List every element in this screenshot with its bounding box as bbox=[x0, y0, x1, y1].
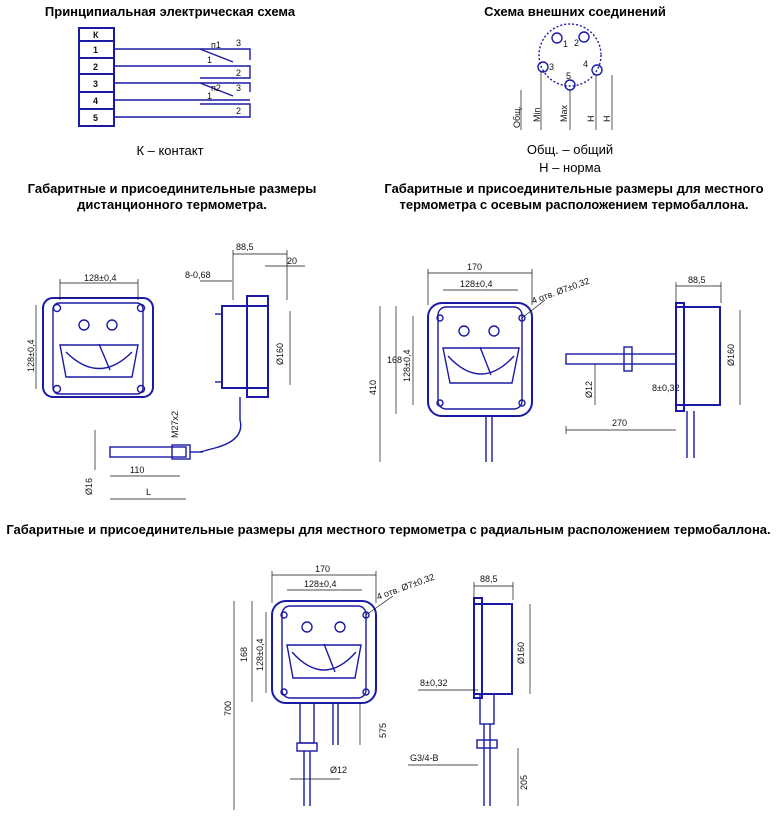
legend-contact: К – контакт bbox=[136, 143, 204, 158]
connector-diagram: 1 2 3 4 5 Общ. Min Max Н Н bbox=[512, 23, 613, 130]
terminal-4: 4 bbox=[93, 96, 98, 106]
title-remote: Габаритные и присоединительные размеры д… bbox=[27, 181, 317, 212]
remote-dia-dim: Ø160 bbox=[275, 343, 285, 365]
radial-inner-h-dim: 128±0,4 bbox=[255, 639, 265, 671]
remote-width-dim: 128±0,4 bbox=[84, 273, 116, 283]
conn-label-n2: Н bbox=[602, 116, 612, 123]
terminal-5: 5 bbox=[93, 113, 98, 123]
terminal-3: 3 bbox=[93, 79, 98, 89]
axial-dia-dim: Ø160 bbox=[726, 344, 736, 366]
radial-total-h-dim: 700 bbox=[223, 701, 233, 716]
remote-front-case bbox=[42, 297, 154, 398]
conn-label-n1: Н bbox=[586, 116, 596, 123]
remote-depth-dim: 88,5 bbox=[236, 242, 254, 252]
axial-flange-dim: 8±0,32 bbox=[652, 383, 679, 393]
radial-front-case bbox=[271, 600, 377, 704]
axial-inner-h-dim: 128±0,4 bbox=[402, 350, 412, 382]
conn-label-min: Min bbox=[532, 107, 542, 122]
axial-depth-dim: 88,5 bbox=[688, 275, 706, 285]
radial-stem-dia-dim: Ø12 bbox=[330, 765, 347, 775]
terminal-block bbox=[78, 27, 115, 127]
remote-height-dim: 128±0,4 bbox=[26, 340, 36, 372]
radial-stem-len-dim: 575 bbox=[378, 723, 388, 738]
pin-label-3: 3 bbox=[549, 62, 554, 72]
remote-bulb bbox=[109, 446, 187, 458]
axial-holes-dim: 4 отв. Ø7±0,32 bbox=[530, 276, 590, 306]
remote-total-dim: L bbox=[146, 487, 151, 497]
title-schematic: Принципиальная электрическая схема bbox=[44, 4, 296, 19]
pin-1-b: 1 bbox=[207, 91, 212, 101]
radial-inner-dim: 128±0,4 bbox=[304, 579, 336, 589]
terminal-2: 2 bbox=[93, 62, 98, 72]
radial-tip-dim: 205 bbox=[519, 775, 529, 790]
terminal-1: 1 bbox=[93, 45, 98, 55]
pin-3-a: 3 bbox=[236, 38, 241, 48]
pin-3-b: 3 bbox=[236, 83, 241, 93]
remote-side-case bbox=[221, 305, 269, 389]
radial-side-case bbox=[473, 603, 513, 695]
remote-bulb-dia-dim: Ø16 bbox=[84, 478, 94, 495]
remote-thread-dim: М27х2 bbox=[170, 411, 180, 438]
radial-holes-dim: 4 отв. Ø7±0,32 bbox=[375, 572, 435, 602]
legend-norm: Н – норма bbox=[539, 160, 601, 175]
radial-thread-dim: G3/4-В bbox=[410, 753, 439, 763]
radial-thermometer: 170 128±0,4 4 отв. Ø7±0,32 168 128±0,4 7… bbox=[223, 564, 531, 810]
switch-p2: п2 bbox=[211, 83, 221, 93]
axial-stem-dia-dim: Ø12 bbox=[584, 381, 594, 398]
radial-depth-dim: 88,5 bbox=[480, 574, 498, 584]
pin-2-b: 2 bbox=[236, 106, 241, 116]
radial-height-dim: 168 bbox=[239, 647, 249, 662]
pin-label-1: 1 bbox=[563, 39, 568, 49]
remote-bulb-len-dim: 110 bbox=[130, 465, 144, 475]
title-connections: Схема внешних соединений bbox=[484, 4, 666, 19]
title-local-radial: Габаритные и присоединительные размеры д… bbox=[6, 522, 771, 537]
conn-label-common: Общ. bbox=[512, 106, 522, 128]
radial-flange-dim: 8±0,32 bbox=[420, 678, 447, 688]
remote-offset-dim: 20 bbox=[287, 256, 297, 266]
axial-width-dim: 170 bbox=[467, 262, 482, 272]
conn-label-max: Max bbox=[559, 104, 569, 122]
axial-height-dim: 168 bbox=[387, 355, 402, 365]
axial-front-case bbox=[427, 302, 533, 417]
axial-total-h-dim: 410 bbox=[368, 380, 378, 395]
switch-p1: п1 bbox=[211, 40, 221, 50]
axial-stem-len-dim: 270 bbox=[612, 418, 627, 428]
legend-common: Общ. – общий bbox=[526, 142, 614, 157]
axial-thermometer: 170 128±0,4 4 отв. Ø7±0,32 168 128±0,4 4… bbox=[368, 262, 741, 462]
radial-dia-dim: Ø160 bbox=[516, 642, 526, 664]
remote-wall-dim: 8-0,68 bbox=[185, 270, 211, 280]
title-local-axial: Габаритные и присоединительные размеры д… bbox=[384, 181, 764, 212]
pin-label-4: 4 bbox=[583, 59, 588, 69]
pin-1-a: 1 bbox=[207, 55, 212, 65]
pin-label-5: 5 bbox=[566, 71, 571, 81]
pin-label-2: 2 bbox=[574, 38, 579, 48]
terminal-k: К bbox=[93, 30, 99, 40]
pin-2-a: 2 bbox=[236, 68, 241, 78]
axial-inner-dim: 128±0,4 bbox=[460, 279, 492, 289]
radial-width-dim: 170 bbox=[315, 564, 330, 574]
electrical-schematic: К 1 2 3 4 5 п1 3 1 2 п2 3 1 2 bbox=[78, 27, 251, 127]
remote-thermometer: 128±0,4 128±0,4 88,5 20 8-0,68 Ø160 М27х… bbox=[26, 242, 305, 500]
axial-side-case bbox=[675, 306, 721, 406]
